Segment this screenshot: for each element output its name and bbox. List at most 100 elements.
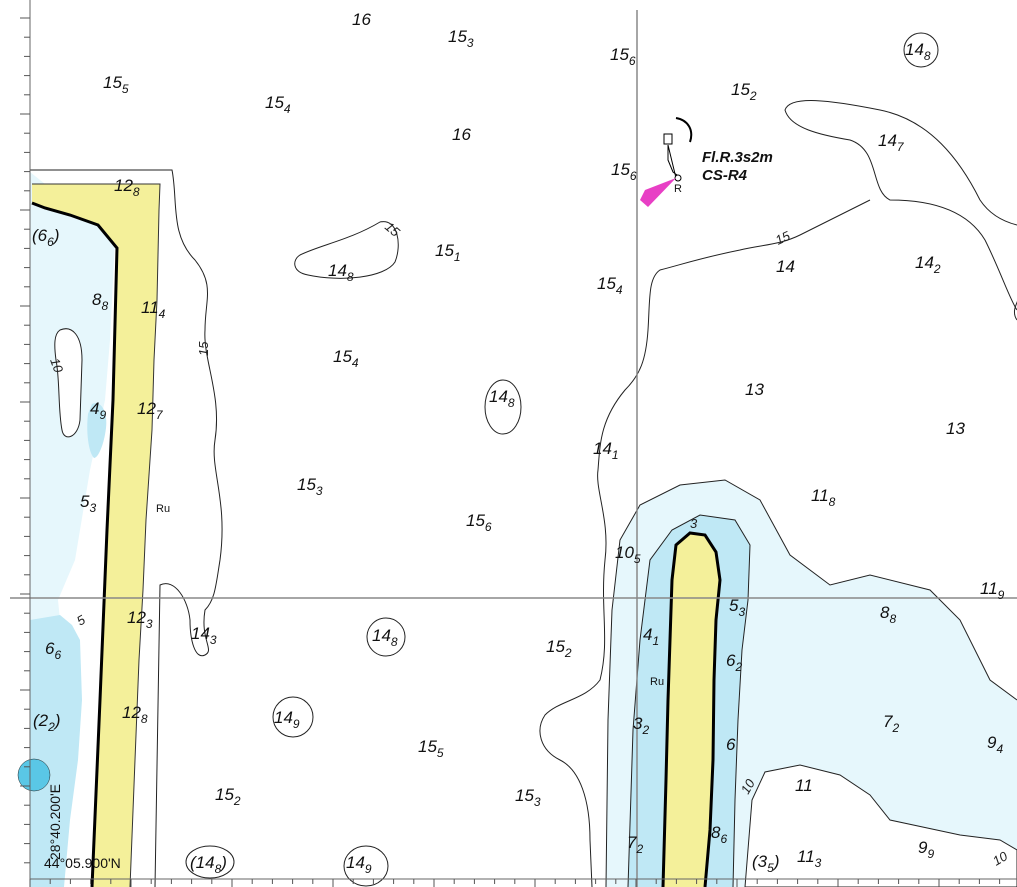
sounding-label: 154 [597, 274, 623, 297]
sounding-metres: 16 [352, 10, 371, 29]
sounding-metres: 14 [915, 253, 934, 272]
sounding-decimetres: 2 [635, 842, 643, 856]
sounding-metres: 15 [466, 511, 485, 530]
sounding-metres: 9 [987, 733, 997, 752]
sounding-decimetres: 8 [141, 712, 148, 726]
sounding-label: 152 [731, 80, 757, 103]
sounding-label: 123 [127, 608, 153, 631]
seabed-label: Ru [650, 676, 664, 688]
beacon-base-icon [674, 174, 682, 182]
sounding-decimetres: 6 [630, 169, 637, 183]
sounding-decimetres: 2 [233, 794, 241, 808]
sounding-label: 41 [643, 625, 659, 648]
sounding-decimetres: 6 [720, 832, 727, 846]
sounding-decimetres: 5 [437, 746, 444, 760]
light-color-letter: R [674, 183, 682, 195]
sounding-label: 154 [333, 347, 359, 370]
sounding-label: 114 [141, 298, 166, 321]
sounding-label: 72 [883, 712, 899, 735]
sounding-label: 156 [611, 160, 637, 183]
soundings-layer: 1615315614815515416152147156128(66)14815… [32, 10, 1005, 876]
sounding-metres: 13 [946, 419, 965, 438]
sounding-label: 62 [726, 651, 742, 674]
sounding-metres: 14 [593, 439, 612, 458]
contour-15m-island [294, 221, 399, 279]
sounding-decimetres: 8 [924, 49, 931, 63]
sounding-label: 113 [797, 847, 822, 870]
sounding-label: 6 [726, 735, 736, 754]
sounding-decimetres: 8 [347, 270, 354, 284]
sounding-paren: ) [772, 852, 780, 871]
sounding-label: 88 [880, 603, 896, 626]
sounding-label: 148 [372, 626, 398, 649]
sounding-decimetres: 4 [284, 102, 291, 116]
sounding-metres: 14 [372, 626, 391, 645]
sounding-metres: 15 [265, 93, 284, 112]
contour-15m-channel [539, 199, 871, 887]
sounding-decimetres: 9 [927, 847, 934, 861]
sounding-metres: 15 [731, 80, 750, 99]
sounding-label: 148 [905, 40, 931, 63]
sounding-decimetres: 4 [159, 307, 166, 321]
sounding-label: 149 [274, 708, 300, 731]
sounding-metres: 6 [726, 735, 736, 754]
sounding-label: 14 [776, 257, 795, 276]
sounding-label: 16 [352, 10, 371, 29]
right-coastline [661, 531, 722, 887]
sounding-decimetres: 3 [210, 633, 217, 647]
sounding-decimetres: 3 [146, 617, 153, 631]
sounding-metres: 3 [633, 714, 643, 733]
sounding-label: 149 [346, 853, 372, 876]
sounding-decimetres: 5 [634, 552, 641, 566]
sounding-paren: ) [219, 853, 227, 872]
sounding-label: 53 [729, 596, 745, 619]
sounding-metres: 15 [435, 241, 454, 260]
sounding-metres: 4 [643, 625, 652, 644]
sounding-label: 94 [987, 733, 1003, 756]
sounding-label: 105 [615, 543, 641, 566]
sounding-decimetres: 1 [652, 634, 659, 648]
sounding-decimetres: 3 [815, 856, 822, 870]
sounding-metres: 6 [726, 651, 736, 670]
sounding-decimetres: 8 [508, 396, 515, 410]
sounding-label: 142 [915, 253, 941, 276]
sounding-decimetres: 4 [616, 283, 623, 297]
sounding-metres: 11 [795, 776, 813, 795]
sounding-label: 152 [546, 637, 572, 660]
sounding-metres: 7 [627, 833, 637, 852]
sounding-metres: 15 [515, 786, 534, 805]
sounding-ring [484, 379, 522, 435]
sounding-metres: 15 [611, 160, 630, 179]
sounding-label: 154 [265, 93, 291, 116]
sounding-paren: ) [53, 711, 61, 730]
sounding-metres: 11 [797, 847, 815, 866]
sounding-metres: 13 [745, 380, 764, 399]
sounding-metres: 8 [711, 823, 721, 842]
sounding-decimetres: 2 [749, 89, 757, 103]
sounding-metres: 14 [191, 624, 210, 643]
sounding-label: (22) [33, 711, 60, 734]
sounding-ring [366, 617, 406, 657]
latitude-label: 44°05.900'N [44, 855, 121, 871]
sounding-decimetres: 9 [99, 408, 106, 422]
sounding-decimetres: 2 [47, 720, 55, 734]
sounding-label: 153 [297, 475, 323, 498]
sounding-label: 72 [627, 833, 643, 856]
sounding-metres: 15 [418, 737, 437, 756]
right-10m-pocket [744, 764, 1017, 887]
seabed-label: Ru [156, 503, 170, 515]
sounding-decimetres: 6 [54, 648, 61, 662]
sounding-label: 143 [191, 624, 217, 647]
sounding-decimetres: 1 [454, 250, 461, 264]
sounding-decimetres: 8 [391, 635, 398, 649]
sounding-label: 148 [489, 387, 515, 410]
light-characteristic: Fl.R.3s2m [702, 149, 773, 166]
left-coastline [31, 201, 119, 887]
contour-label: 5 [74, 612, 88, 629]
sounding-label: 128 [122, 703, 148, 726]
sounding-label: 13 [946, 419, 965, 438]
sounding-label: 11 [795, 776, 813, 795]
sounding-decimetres: 9 [365, 862, 372, 876]
sounding-metres: 11 [141, 298, 159, 317]
